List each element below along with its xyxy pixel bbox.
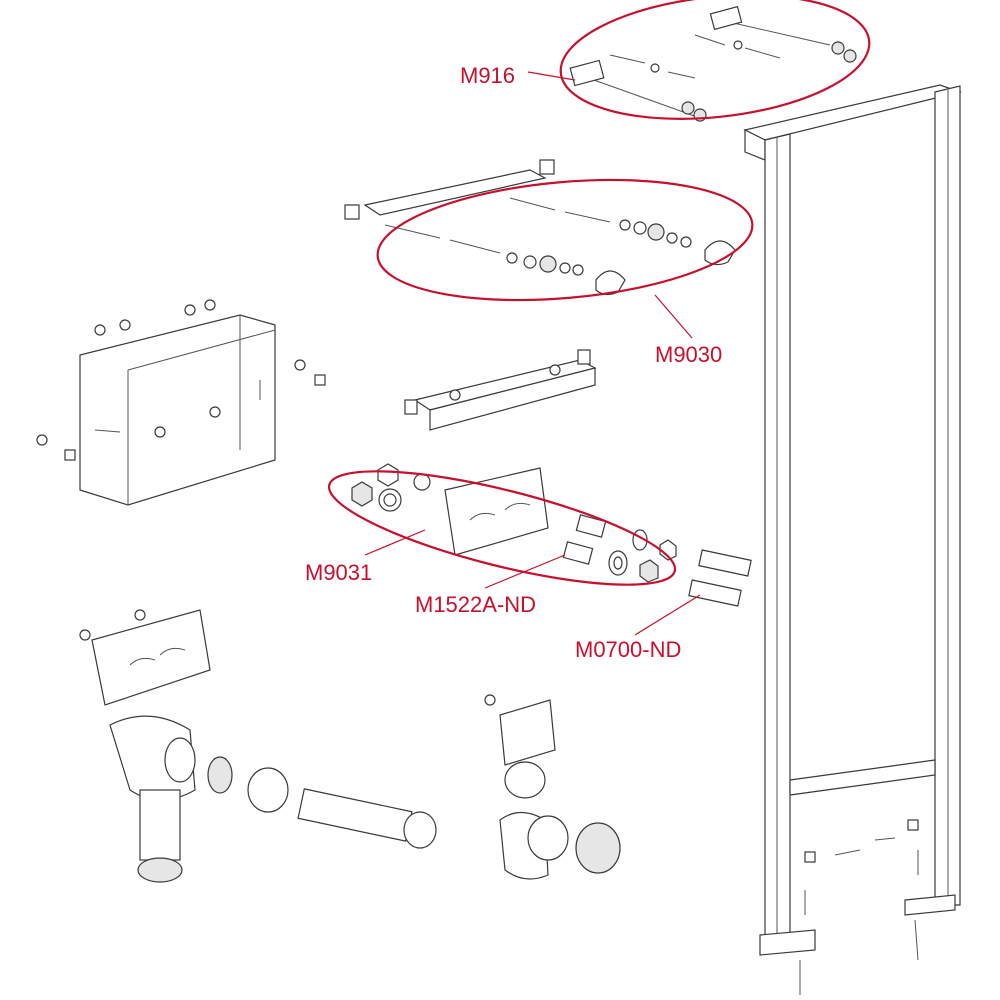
label-m9031: M9031 [305,560,372,585]
drain-bend-assembly [484,694,621,880]
label-m9030: M9030 [655,342,722,367]
mounting-box [36,299,326,506]
label-m1522a-nd: M1522A-ND [415,592,536,617]
m0700-leader-line [634,594,701,636]
label-m916: M916 [460,63,515,88]
installation-frame [743,84,963,956]
m0700-nipples [688,549,752,607]
m916-callout-ellipse [559,0,871,120]
m9030-leader-line [654,294,693,339]
middle-rail [404,349,597,431]
m9030-rail-and-rods [344,159,736,296]
m9031-callout-ellipse [327,470,677,586]
label-m0700-nd: M0700-ND [575,637,681,662]
m9031-leader-line [364,529,426,556]
fixing-screws [799,819,919,995]
siphon-assembly [79,609,437,883]
m9030-callout-ellipse [376,178,754,302]
m916-bolts [569,5,857,122]
m916-leader-line [527,71,576,81]
m9031-bracket-and-fittings [351,463,677,583]
m1522a-leader-line [484,554,566,589]
